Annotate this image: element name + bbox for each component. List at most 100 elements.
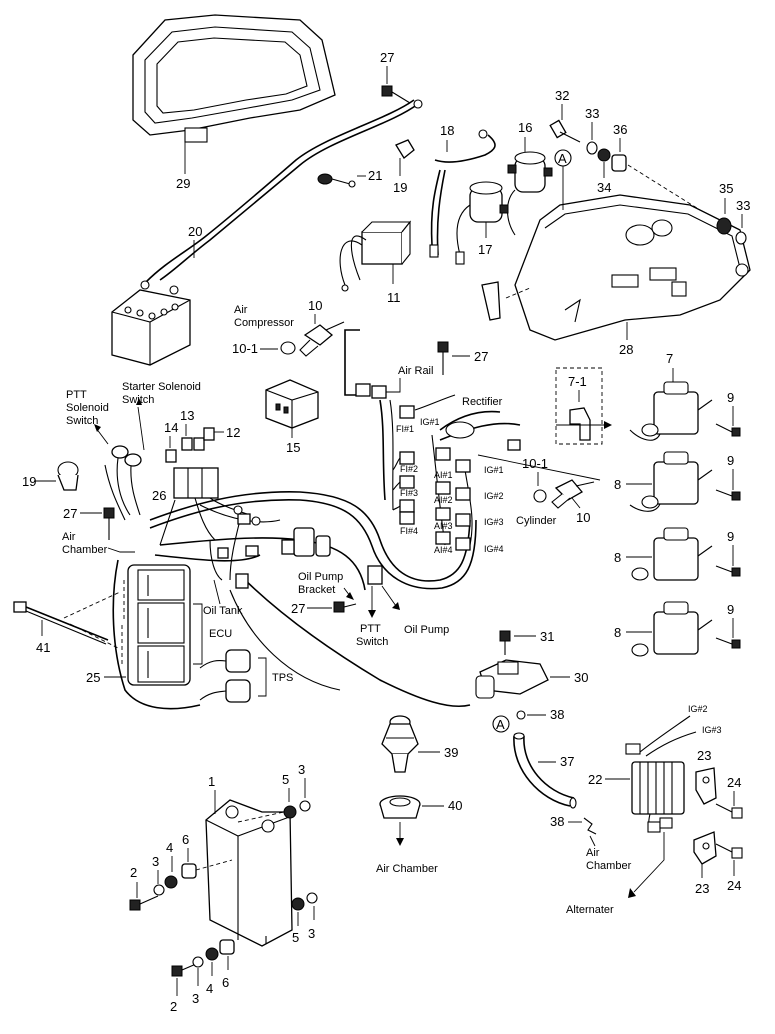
battery-cable-part <box>140 99 423 295</box>
bolt-24-top-part <box>715 803 743 819</box>
callout-3-right-bottom: 3 <box>308 926 315 941</box>
washer-3-top-part <box>299 800 311 812</box>
callout-27-oil-pump: 27 <box>291 601 305 616</box>
callout-31: 31 <box>540 629 554 644</box>
washer-33-part <box>586 141 598 155</box>
label-air-chamber-bottom: Air Chamber <box>376 863 438 875</box>
label-rectifier: Rectifier <box>462 396 503 408</box>
callout-3-left: 3 <box>152 854 159 869</box>
label-air-chamber-left-line1: Air <box>62 531 76 543</box>
ignition-coil-7-part <box>629 381 713 441</box>
collar-6-top-part <box>181 863 197 879</box>
callout-33-right: 33 <box>736 198 750 213</box>
callout-2-bottom: 2 <box>170 999 177 1014</box>
collar-36-part <box>611 154 627 172</box>
boots-ptt-part <box>104 445 142 521</box>
fuses-part <box>165 427 215 463</box>
callout-3-bottom-row: 3 <box>192 991 199 1006</box>
label-ptt-switch-line2: Switch <box>356 636 388 648</box>
connector-tag-ig3: IG#3 <box>484 517 504 527</box>
callout-9-c: 9 <box>727 529 734 544</box>
solenoid-16-part <box>506 151 553 236</box>
callout-16: 16 <box>518 120 532 135</box>
connector-tag-ai2: AI#2 <box>434 495 453 505</box>
harness-connectors <box>217 383 521 589</box>
callout-10-cyl: 10 <box>576 510 590 525</box>
callout-4-top: 4 <box>166 840 173 855</box>
label-cylinder: Cylinder <box>516 515 557 527</box>
label-air-chamber-right-line1: Air <box>586 847 600 859</box>
callout-9-a: 9 <box>727 390 734 405</box>
callout-29: 29 <box>176 176 190 191</box>
ignition-connectors <box>435 421 475 551</box>
sensor-10-part <box>299 321 345 357</box>
sensor-cylinder-part <box>551 479 595 509</box>
grommet-4-top-part <box>164 875 178 889</box>
boot-19-left-part <box>57 461 79 491</box>
bolt-32-part <box>549 119 581 143</box>
callout-27-left: 27 <box>63 506 77 521</box>
reference-a-label: A <box>558 151 567 166</box>
callout-34: 34 <box>597 180 611 195</box>
battery-icon <box>111 289 191 366</box>
boot-39-part <box>381 715 419 773</box>
callout-19-top: 19 <box>393 180 407 195</box>
bolts-9-part <box>715 423 741 649</box>
grommet-34-part <box>597 148 611 162</box>
label-air-chamber-right-line2: Chamber <box>586 860 632 872</box>
callout-38-bottom: 38 <box>550 814 564 829</box>
bolt-27-oil-pump-part <box>333 601 357 613</box>
fuse-block-part <box>173 467 219 499</box>
callout-22: 22 <box>588 772 602 787</box>
callout-40: 40 <box>448 798 462 813</box>
connector-tag-fi4: FI#4 <box>400 526 418 536</box>
callout-8-a: 8 <box>614 477 621 492</box>
grommet-5-bottom-part <box>291 897 305 911</box>
o-ring-10-1-part <box>280 341 296 355</box>
label-air-compressor-line1: Air <box>234 304 248 316</box>
bracket-23-bottom-part <box>693 831 717 865</box>
callout-3-top: 3 <box>298 762 305 777</box>
grommet-5-top-part <box>283 805 297 819</box>
connector-tag-ig2: IG#2 <box>484 491 504 501</box>
connector-tag-fi1: FI#1 <box>396 424 414 434</box>
ignition-coil-8c-part <box>631 601 713 657</box>
callout-1: 1 <box>208 774 215 789</box>
solenoid-17-part <box>455 181 509 265</box>
label-oil-tank: Oil Tank <box>203 605 243 617</box>
bolt-2-top-part <box>129 895 159 911</box>
hose-37-part <box>513 732 577 809</box>
callout-27-air-rail: 27 <box>474 349 488 364</box>
reference-a-bottom <box>492 715 510 733</box>
label-starter-solenoid-line1: Starter Solenoid <box>122 381 201 393</box>
grommet-35-part <box>716 217 732 235</box>
callout-4-bottom: 4 <box>206 981 213 996</box>
callout-39: 39 <box>444 745 458 760</box>
callout-32: 32 <box>555 88 569 103</box>
callout-2-top: 2 <box>130 865 137 880</box>
tie-strap-41-part <box>13 601 109 645</box>
label-oil-pump: Oil Pump <box>404 624 449 636</box>
label-ptt-switch-line1: PTT <box>360 623 381 635</box>
bolt-27-left-part <box>103 507 115 540</box>
callout-20: 20 <box>188 224 202 239</box>
label-ptt-solenoid-line2: Solenoid <box>66 402 109 414</box>
callout-19-left: 19 <box>22 474 36 489</box>
callout-15: 15 <box>286 440 300 455</box>
callout-23-top: 23 <box>697 748 711 763</box>
clip-part <box>481 281 501 321</box>
bolt-24-bottom-part <box>715 843 743 859</box>
housing-1-part <box>205 799 293 947</box>
connector-tag-fi3: FI#3 <box>400 488 418 498</box>
callout-23-bottom: 23 <box>695 881 709 896</box>
washer-33-right-part <box>735 231 747 245</box>
callout-28: 28 <box>619 342 633 357</box>
connector-tag-ig1: IG#1 <box>484 465 504 475</box>
elbow-fitting-7-1-part <box>569 407 591 441</box>
callout-5-bottom: 5 <box>292 930 299 945</box>
bolt-part <box>381 85 411 104</box>
reference-a-bottom-label: A <box>496 717 505 732</box>
callout-10-1-cyl: 10-1 <box>522 456 548 471</box>
callout-36: 36 <box>613 122 627 137</box>
bracket-plate-28-part <box>514 194 751 341</box>
